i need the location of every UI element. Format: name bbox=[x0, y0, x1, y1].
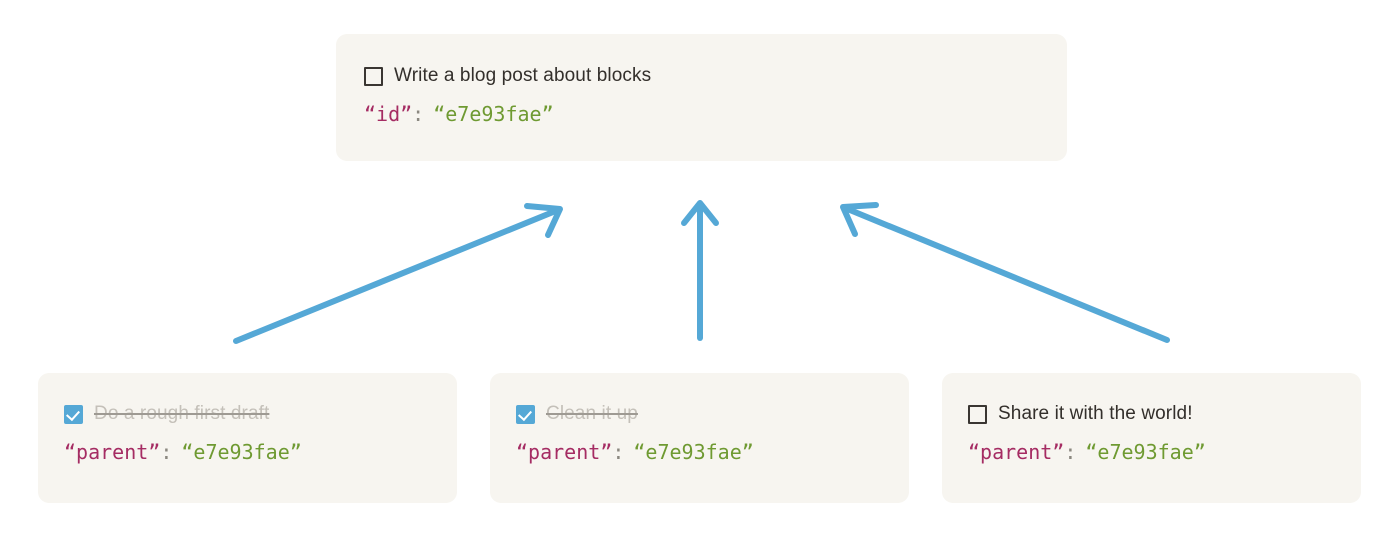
arrow-child-2-to-parent bbox=[681, 200, 719, 341]
child-todo-label: Share it with the world! bbox=[998, 403, 1193, 424]
parent-json-row: “id”: “e7e93fae” bbox=[364, 102, 1067, 126]
parent-block-card[interactable]: Write a blog post about blocks “id”: “e7e… bbox=[336, 34, 1067, 161]
json-value: “e7e93fae” bbox=[181, 440, 302, 464]
child-todo-label: Clean it up bbox=[546, 403, 638, 424]
json-value: “e7e93fae” bbox=[633, 440, 754, 464]
json-key: “id” bbox=[364, 102, 413, 126]
child-json-row: “parent”: “e7e93fae” bbox=[64, 440, 457, 464]
parent-todo-row: Write a blog post about blocks bbox=[364, 64, 1067, 88]
json-key: “parent” bbox=[968, 440, 1065, 464]
child-todo-row: Clean it up bbox=[516, 402, 909, 426]
child-json-row: “parent”: “e7e93fae” bbox=[968, 440, 1361, 464]
checkbox-checked-icon[interactable] bbox=[516, 404, 535, 424]
child-block-card[interactable]: Clean it up “parent”: “e7e93fae” bbox=[490, 373, 909, 503]
json-key: “parent” bbox=[516, 440, 613, 464]
checkbox-empty-icon[interactable] bbox=[968, 404, 987, 424]
checkbox-empty-icon[interactable] bbox=[364, 66, 383, 86]
json-colon: : bbox=[612, 440, 625, 464]
json-colon: : bbox=[1064, 440, 1077, 464]
json-value: “e7e93fae” bbox=[1085, 440, 1206, 464]
checkbox-checked-icon[interactable] bbox=[64, 404, 83, 424]
json-key: “parent” bbox=[64, 440, 161, 464]
json-value: “e7e93fae” bbox=[433, 102, 554, 126]
child-block-card[interactable]: Do a rough first draft “parent”: “e7e93fa… bbox=[38, 373, 457, 503]
child-block-card[interactable]: Share it with the world! “parent”: “e7e93… bbox=[942, 373, 1361, 503]
child-todo-row: Do a rough first draft bbox=[64, 402, 457, 426]
child-json-row: “parent”: “e7e93fae” bbox=[516, 440, 909, 464]
parent-todo-label: Write a blog post about blocks bbox=[394, 65, 652, 86]
arrow-child-1-to-parent bbox=[233, 203, 563, 344]
child-todo-label: Do a rough first draft bbox=[94, 403, 270, 424]
arrow-child-3-to-parent bbox=[840, 202, 1170, 343]
json-colon: : bbox=[160, 440, 173, 464]
json-colon: : bbox=[412, 102, 425, 126]
child-todo-row: Share it with the world! bbox=[968, 402, 1361, 426]
